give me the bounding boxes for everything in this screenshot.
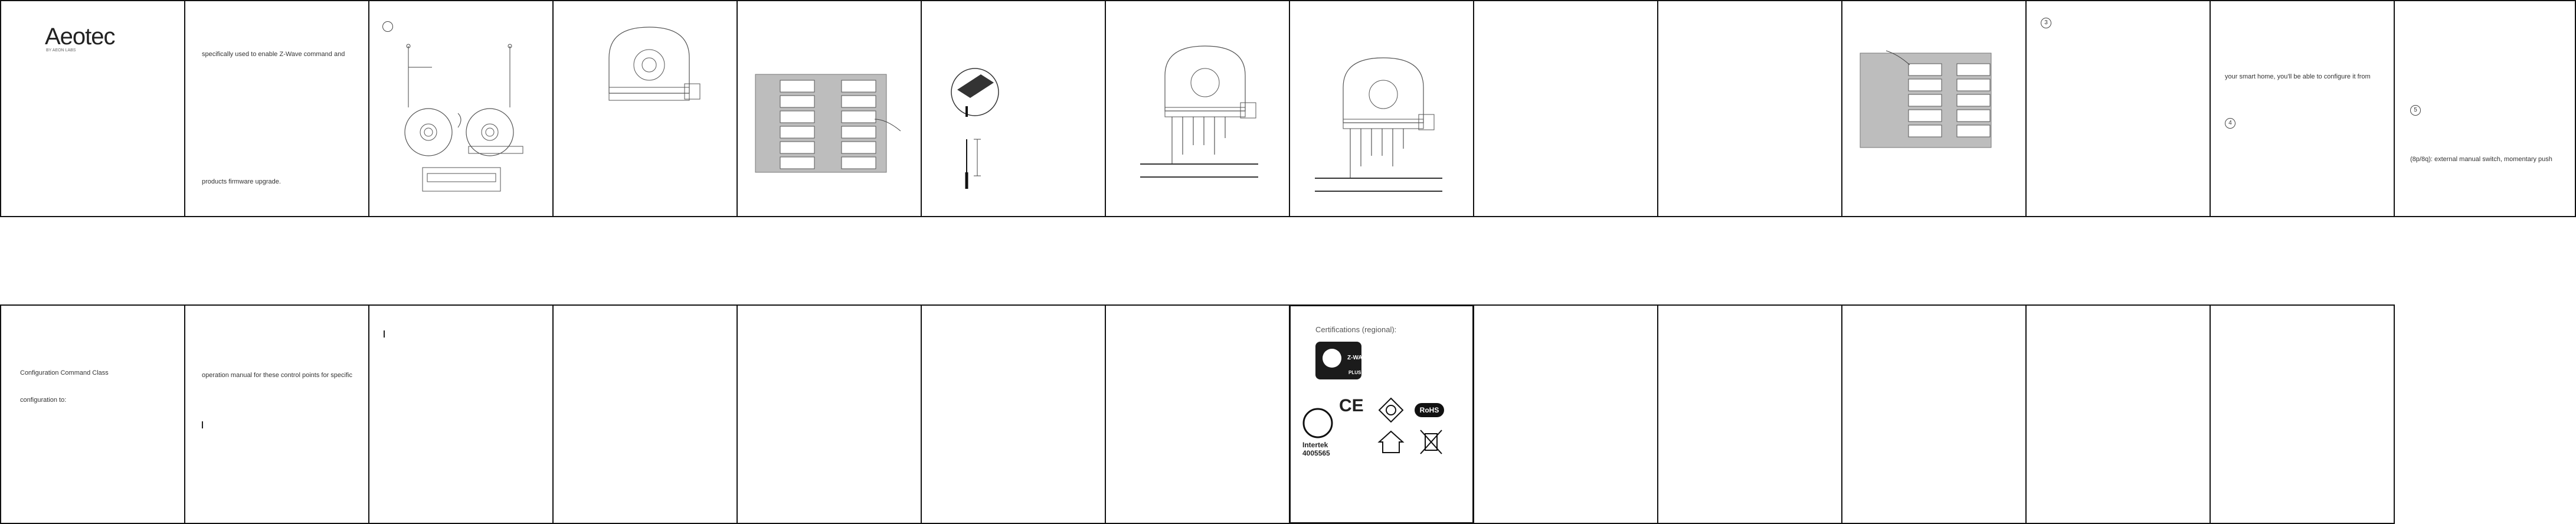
body-text-line: configuration to: xyxy=(20,397,67,404)
etl-logo xyxy=(1302,408,1333,438)
panel-top-7 xyxy=(1105,0,1290,217)
panel-bottom-2: operation manual for these control point… xyxy=(184,304,369,524)
panel-bottom-5 xyxy=(737,304,922,524)
panel-top-2: specifically used to enable Z-Wave comma… xyxy=(184,0,369,217)
panel-bottom-1: Configuration Command Class configuratio… xyxy=(0,304,185,524)
panel-top-10 xyxy=(1657,0,1842,217)
brand-tagline: BY AEON LABS xyxy=(46,48,76,53)
body-text-line: Configuration Command Class xyxy=(20,369,109,376)
wire-strip-diagram xyxy=(951,68,999,189)
panel-top-6 xyxy=(921,0,1106,217)
zwave-logo-text: Z-WAVE xyxy=(1347,355,1370,361)
panel-bottom-8-certifications: Certifications (regional): Z-WAVE PLUS I… xyxy=(1289,304,1474,524)
panel-bottom-12 xyxy=(2025,304,2211,524)
body-text-line: your smart home, you'll be able to confi… xyxy=(2225,73,2371,80)
brand-logo: Aeotec xyxy=(45,24,116,50)
panel-bottom-7 xyxy=(1105,304,1290,524)
certifications-title: Certifications (regional): xyxy=(1315,325,1397,334)
wiring-diagram-a xyxy=(1140,45,1258,178)
indoor-use-icon xyxy=(1377,430,1405,453)
intertek-text: Intertek xyxy=(1302,441,1328,449)
panel-top-9 xyxy=(1473,0,1658,217)
body-text-line: (8p/8q): external manual switch, momenta… xyxy=(2410,156,2552,163)
zwave-plus-text: PLUS xyxy=(1348,370,1361,375)
zwave-plus-logo xyxy=(1315,342,1361,379)
panel-top-12: 3 xyxy=(2025,0,2211,217)
breaker-box-diagram xyxy=(755,74,901,173)
step-marker xyxy=(382,21,393,32)
panel-bottom-9 xyxy=(1473,304,1658,524)
step-marker: 4 xyxy=(2225,118,2235,129)
panel-bottom-10 xyxy=(1657,304,1842,524)
body-text-line: specifically used to enable Z-Wave comma… xyxy=(202,51,345,58)
panel-bottom-4 xyxy=(552,304,738,524)
panel-top-3 xyxy=(368,0,554,217)
panel-bottom-6 xyxy=(921,304,1106,524)
ce-mark: CE xyxy=(1339,396,1364,415)
panel-top-11 xyxy=(1841,0,2027,217)
step-marker: 3 xyxy=(2041,18,2051,28)
panel-top-14: 5 (8p/8q): external manual switch, momen… xyxy=(2394,0,2576,217)
panel-top-4 xyxy=(552,0,738,217)
step-marker: 5 xyxy=(2410,105,2421,116)
wiring-diagram-b xyxy=(1315,57,1442,192)
panel-top-5 xyxy=(737,0,922,217)
body-text-line: products firmware upgrade. xyxy=(202,178,281,185)
panel-top-13: your smart home, you'll be able to confi… xyxy=(2210,0,2395,217)
panel-top-8 xyxy=(1289,0,1474,217)
body-text-line: operation manual for these control point… xyxy=(202,372,352,379)
text-cursor-mark xyxy=(384,330,385,338)
panel-bottom-13 xyxy=(2210,304,2395,524)
panel-top-1: Aeotec BY AEON LABS xyxy=(0,0,185,217)
weee-bin-icon xyxy=(1420,430,1442,454)
rcm-logo xyxy=(1378,397,1404,423)
breaker-box-diagram-2 xyxy=(1860,50,1992,148)
text-cursor-mark xyxy=(202,421,203,428)
rohs-logo: RoHS xyxy=(1415,403,1444,417)
panel-bottom-11 xyxy=(1841,304,2027,524)
module-diagram xyxy=(608,27,701,101)
panel-bottom-3 xyxy=(368,304,554,524)
intertek-number: 4005565 xyxy=(1302,449,1330,457)
pairing-diagram xyxy=(404,44,523,192)
